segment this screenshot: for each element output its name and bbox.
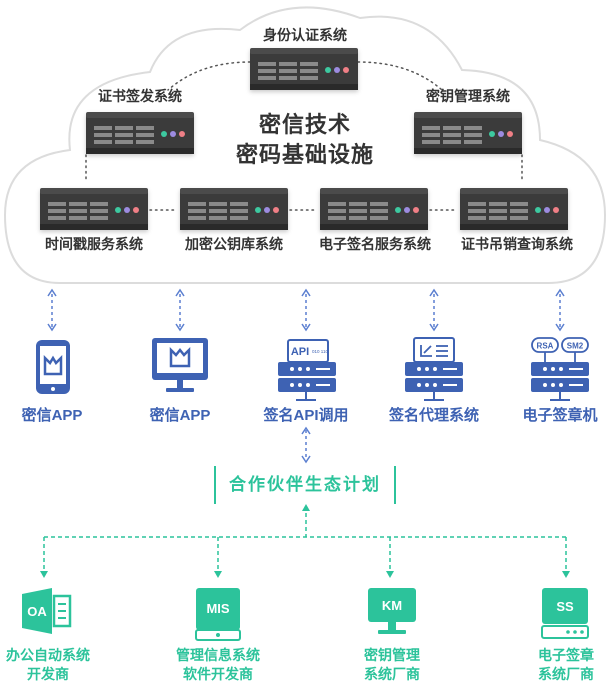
monitor-icon <box>152 338 208 392</box>
app-label-3: 签名API调用 <box>263 407 349 424</box>
rsa-badge: RSA <box>537 342 554 351</box>
sm2-badge: SM2 <box>567 342 584 351</box>
partner-arrowheads <box>40 504 570 578</box>
label-identity: 身份认证系统 <box>263 27 347 43</box>
label-cert-issue: 证书签发系统 <box>98 88 182 104</box>
server-timestamp-icon <box>40 188 148 230</box>
arrow-app5 <box>555 289 565 331</box>
api-icon-text: API <box>291 346 309 358</box>
km-icon-text: KM <box>382 598 402 613</box>
server-crypto-lib-icon <box>180 188 288 230</box>
server-cert-issue-icon <box>86 112 194 154</box>
partner-mis-line1: 管理信息系统 <box>176 647 260 663</box>
app-label-2: 密信APP <box>149 407 211 424</box>
mis-icon <box>195 588 241 641</box>
ss-icon <box>541 588 589 639</box>
partner-oa-line2: 开发商 <box>27 666 69 682</box>
core-title-line1: 密信技术 <box>258 112 351 137</box>
cloud-connectors <box>85 61 523 211</box>
label-e-sign: 电子签名服务系统 <box>319 236 431 252</box>
sign-proxy-server-icon <box>405 337 463 401</box>
label-timestamp: 时间戳服务系统 <box>45 236 143 252</box>
api-server-icon <box>278 339 336 401</box>
app-label-1: 密信APP <box>21 407 83 424</box>
server-identity-icon <box>250 48 358 90</box>
oa-icon <box>22 588 72 634</box>
partner-connectors <box>43 506 567 572</box>
arrow-app4 <box>429 289 439 331</box>
server-e-sign-icon <box>320 188 428 230</box>
api-icon-subtext: 010 110 <box>312 349 328 354</box>
app-label-4: 签名代理系统 <box>388 407 479 424</box>
arrow-app1 <box>47 289 57 331</box>
server-key-mgmt-icon <box>414 112 522 154</box>
partner-km-line1: 密钥管理 <box>364 647 420 663</box>
server-cert-revoke-icon <box>460 188 568 230</box>
label-key-mgmt: 密钥管理系统 <box>426 88 510 104</box>
partner-ss-line2: 系统厂商 <box>538 666 594 682</box>
arrow-api-ecosystem <box>301 426 311 464</box>
cloud-shape <box>3 6 607 284</box>
oa-icon-text: OA <box>27 604 47 619</box>
partner-oa-line1: 办公自动系统 <box>6 647 90 663</box>
partner-km-line2: 系统厂商 <box>364 666 420 682</box>
ecosystem-label: 合作伙伴生态计划 <box>214 466 396 504</box>
ss-icon-text: SS <box>556 599 574 614</box>
partner-mis-line2: 软件开发商 <box>183 666 253 682</box>
e-seal-server-icon <box>531 337 589 401</box>
arrow-app3 <box>301 289 311 331</box>
label-cert-revoke: 证书吊销查询系统 <box>461 236 573 252</box>
phone-icon <box>36 340 70 394</box>
label-crypto-lib: 加密公钥库系统 <box>185 236 283 252</box>
core-title-line2: 密码基础设施 <box>235 142 374 167</box>
arrow-app2 <box>175 289 185 331</box>
mis-icon-text: MIS <box>206 601 229 616</box>
partner-ss-line1: 电子签章 <box>538 647 594 663</box>
app-label-5: 电子签章机 <box>522 407 598 424</box>
km-icon <box>368 588 416 634</box>
